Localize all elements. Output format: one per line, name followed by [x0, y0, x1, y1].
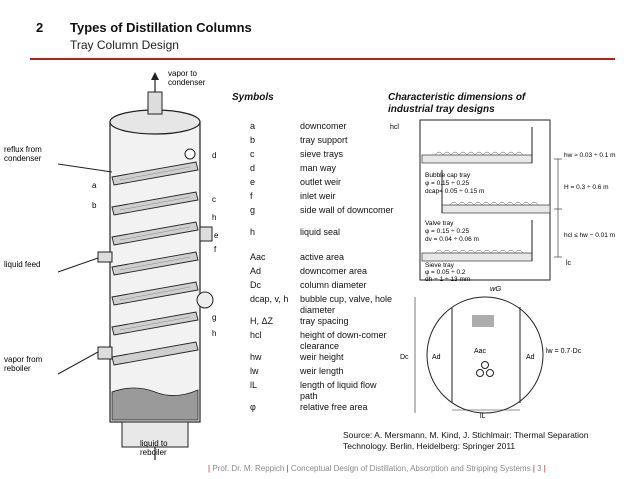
symbol-description: bubble cup, valve, hole diameter: [300, 294, 393, 315]
wg-label: wG: [490, 284, 501, 293]
footer-course: Conceptual Design of Distillation, Absor…: [290, 464, 531, 473]
symbol-description: inlet weir: [300, 191, 336, 201]
symbol: φ: [250, 402, 256, 412]
symbol: hw: [250, 352, 262, 362]
letter-h-2: h: [212, 329, 216, 338]
plan-ll: lL: [480, 413, 486, 420]
symbol: hcl: [250, 330, 262, 340]
symbol: lw: [250, 366, 259, 376]
plan-dc: Dc: [400, 354, 409, 361]
symbol: h: [250, 227, 256, 237]
letter-e: e: [214, 231, 219, 240]
page-title: Types of Distillation Columns: [70, 20, 252, 35]
letter-c: c: [212, 195, 216, 204]
source-citation: Source: A. Mersmann, M. Kind, J. Stichlm…: [343, 430, 589, 451]
symbol-description: weir height: [300, 352, 344, 362]
footer-author: Prof. Dr. M. Reppich: [212, 464, 285, 473]
letter-g: g: [212, 313, 216, 322]
symbol: d: [250, 163, 256, 173]
sieve-spec: Sieve tray φ = 0.05 ÷ 0.2 dh = 1 ÷ 13 mm: [425, 262, 470, 283]
plan-ad-left: Ad: [432, 354, 441, 361]
symbol: g: [250, 205, 256, 215]
symbol-description: active area: [300, 252, 345, 262]
symbol: Ad: [250, 266, 262, 276]
letter-a: a: [92, 181, 97, 190]
symbols-title: Symbols: [232, 92, 274, 103]
plan-ad-right: Ad: [526, 354, 535, 361]
symbol: Aac: [250, 252, 266, 262]
symbol: lL: [250, 380, 258, 390]
plan-lw: lw = 0.7·Dc: [546, 348, 582, 355]
symbol-description: outlet weir: [300, 177, 342, 187]
symbol: H, ΔZ: [250, 316, 274, 326]
footer-page: 3: [537, 464, 542, 473]
symbol-description: liquid seal: [300, 227, 341, 237]
letter-h: h: [212, 213, 216, 222]
symbol: Dc: [250, 280, 261, 290]
letter-d: d: [212, 151, 216, 160]
symbol: e: [250, 177, 256, 187]
symbol-description: relative free area: [300, 402, 368, 412]
symbol: b: [250, 135, 256, 145]
tray-dimensions-drawing: hcl Bubble cap tray φ = 0.15 ÷ 0.25 dcap…: [390, 119, 617, 420]
symbol-description: height of down-comer clearance: [300, 330, 387, 351]
hcl-label: hcl: [390, 124, 399, 131]
lc-label: lc: [566, 260, 572, 267]
dimensions-title: Characteristic dimensions of industrial …: [388, 92, 526, 115]
symbol: a: [250, 121, 256, 131]
symbol-description: column diameter: [300, 280, 367, 290]
symbol-description: side wall of downcomer: [300, 205, 394, 215]
right-notes: hw ≈ 0.03 ÷ 0.1 m H = 0.3 ÷ 0.6 m hcl ≤ …: [564, 152, 617, 239]
symbol: dcap, v, h: [250, 294, 289, 304]
letter-b: b: [92, 201, 97, 210]
symbol-description: length of liquid flow path: [300, 380, 377, 401]
plan-aac: Aac: [474, 348, 487, 355]
symbol-description: downcomer: [300, 121, 347, 131]
symbol-description: tray spacing: [300, 316, 349, 326]
header-divider: [30, 58, 615, 60]
symbol-description: man way: [300, 163, 337, 173]
symbol-description: tray support: [300, 135, 348, 145]
label-liquid-feed: liquid feed: [4, 260, 40, 269]
section-number: 2: [36, 20, 44, 35]
symbol: f: [250, 191, 253, 201]
symbol-description: downcomer area: [300, 266, 368, 276]
symbol-description: weir length: [300, 366, 344, 376]
valve-spec: Valve tray φ = 0.15 ÷ 0.25 dv = 0.04 ÷ 0…: [425, 220, 479, 243]
symbol: c: [250, 149, 255, 159]
page-subtitle: Tray Column Design: [70, 38, 179, 52]
bubble-cap-spec: Bubble cap tray φ = 0.15 ÷ 0.25 dcap= 0.…: [425, 172, 484, 195]
letter-f: f: [214, 245, 217, 254]
footer: | Prof. Dr. M. Reppich | Conceptual Desi…: [208, 464, 546, 473]
symbol-description: sieve trays: [300, 149, 344, 159]
